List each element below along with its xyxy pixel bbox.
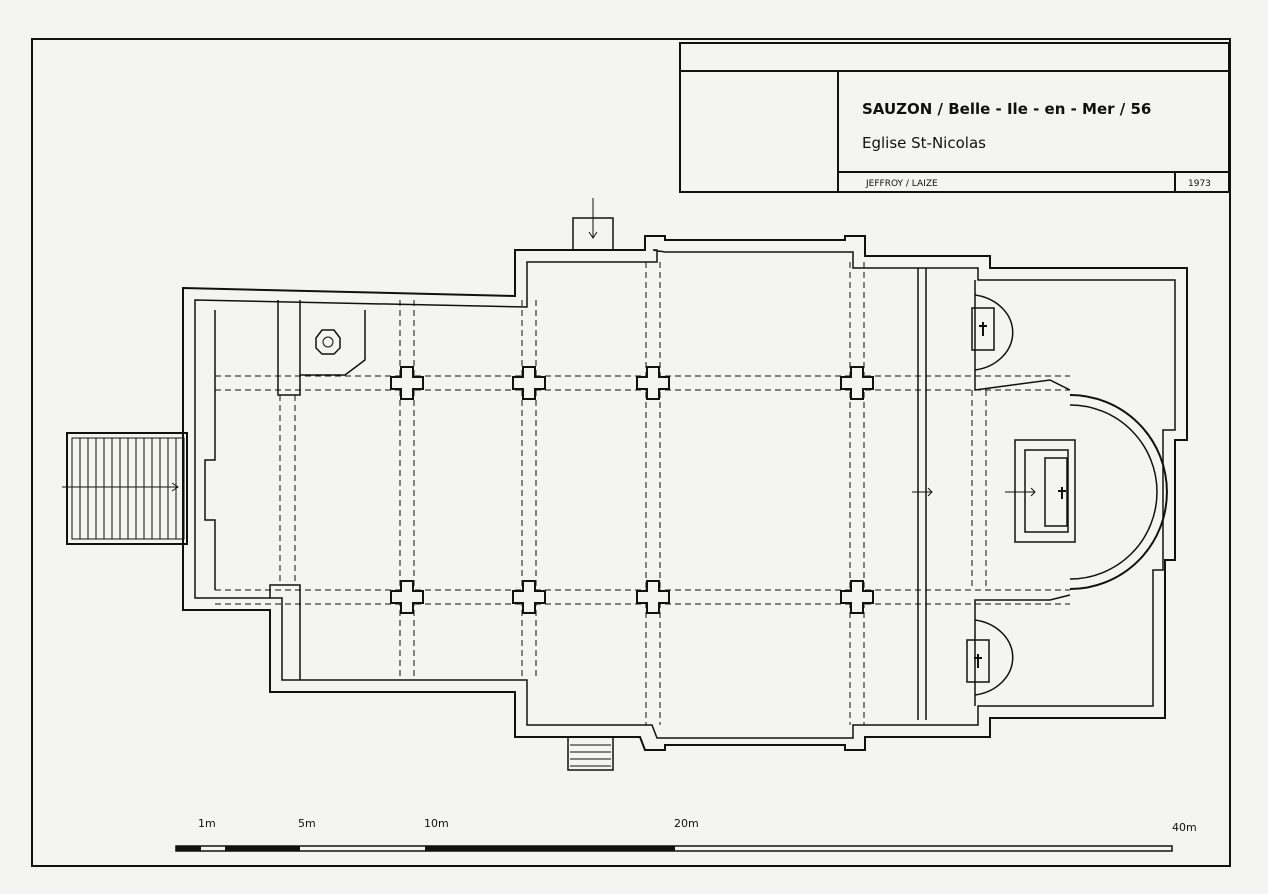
year: 1973 [1188,179,1211,189]
pier [512,580,546,614]
scale-label-10m: 10m [424,817,449,830]
pier [840,366,874,400]
piers [390,366,874,614]
building-title: Eglise St-Nicolas [862,134,986,152]
scale-label-5m: 5m [298,817,316,830]
scale-label-40m: 40m [1172,821,1197,834]
church-walls [182,217,1188,771]
cross-icons [974,322,1066,668]
location-title: SAUZON / Belle - Ile - en - Mer / 56 [862,100,1151,118]
scale-label-1m: 1m [198,817,216,830]
vault-lines [215,262,1070,725]
pier [840,580,874,614]
pier [636,580,670,614]
scale-label-20m: 20m [674,817,699,830]
entry-arrows [588,198,1036,497]
pier [512,366,546,400]
authors: JEFFROY / LAIZE [865,179,938,189]
drawing-frame [31,38,1231,867]
title-block: SAUZON / Belle - Ile - en - Mer / 56 Egl… [679,42,1230,193]
pier [390,580,424,614]
pier [390,366,424,400]
pier [636,366,670,400]
scale-bar: 1m 5m 10m 20m 40m [175,817,1197,852]
west-staircase [62,432,188,545]
